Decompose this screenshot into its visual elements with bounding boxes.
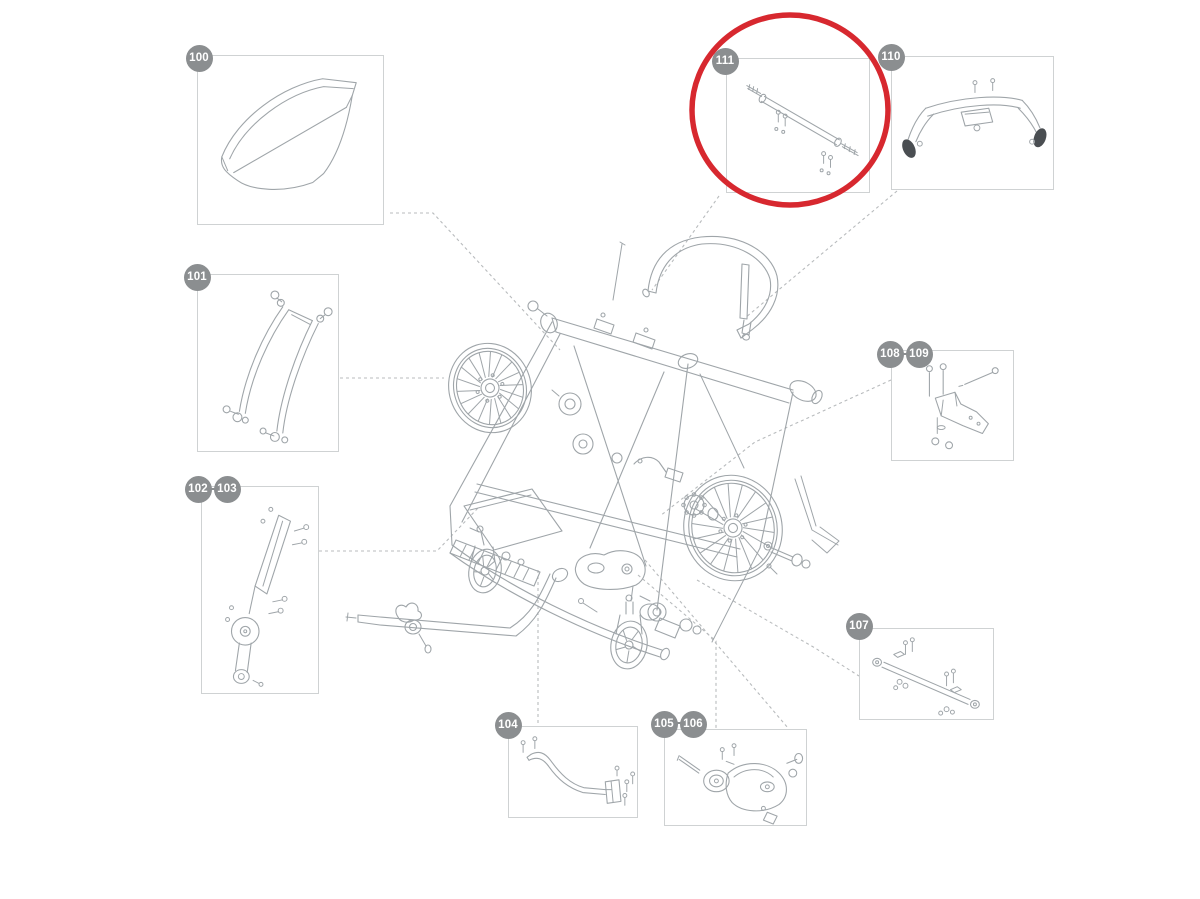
badge-dash-105-106	[673, 721, 684, 725]
left-wheel-drawing	[448, 342, 532, 434]
part-box-102-103[interactable]	[201, 486, 319, 694]
leader-lines	[319, 190, 898, 729]
part-badge-100: 100	[185, 44, 213, 72]
part-badge-105: 105	[650, 710, 678, 738]
part-badge-107: 107	[845, 612, 873, 640]
part-box-107[interactable]	[859, 628, 994, 720]
part-110-illustration	[902, 78, 1047, 158]
part-badge-106: 106	[679, 710, 707, 738]
part-badge-110: 110	[877, 43, 905, 71]
hub-axle-drawing	[681, 492, 811, 575]
part-badge-103: 103	[213, 475, 241, 503]
part-107-illustration	[872, 637, 980, 716]
part-101-illustration	[222, 290, 333, 444]
badge-dash-102-103	[207, 487, 218, 491]
caster-drawing	[468, 525, 648, 670]
part-box-101[interactable]	[197, 274, 339, 452]
part-box-100[interactable]	[197, 55, 384, 225]
part-box-111[interactable]	[726, 58, 870, 193]
part-box-108-109[interactable]	[891, 350, 1014, 461]
part-105-106-illustration	[676, 743, 804, 825]
part-badge-104: 104	[494, 711, 522, 739]
part-100-illustration	[220, 78, 357, 190]
part-111-illustration	[746, 84, 859, 176]
part-box-110[interactable]	[891, 56, 1054, 190]
part-box-105-106[interactable]	[664, 729, 807, 826]
tow-bar-drawing	[345, 567, 598, 654]
part-badge-101: 101	[183, 263, 211, 291]
part-badge-108: 108	[876, 340, 904, 368]
part-104-illustration	[520, 736, 636, 806]
part-108-109-illustration	[925, 363, 999, 450]
part-badge-111: 111	[711, 47, 739, 75]
handlebar-drawing	[642, 235, 779, 341]
badge-dash-108-109	[899, 352, 910, 356]
frame-drawing	[449, 241, 840, 622]
part-box-104[interactable]	[508, 726, 638, 818]
part-badge-109: 109	[905, 340, 933, 368]
part-badge-102: 102	[184, 475, 212, 503]
right-wheel-drawing	[683, 474, 783, 582]
part-102-103-illustration	[225, 506, 310, 687]
